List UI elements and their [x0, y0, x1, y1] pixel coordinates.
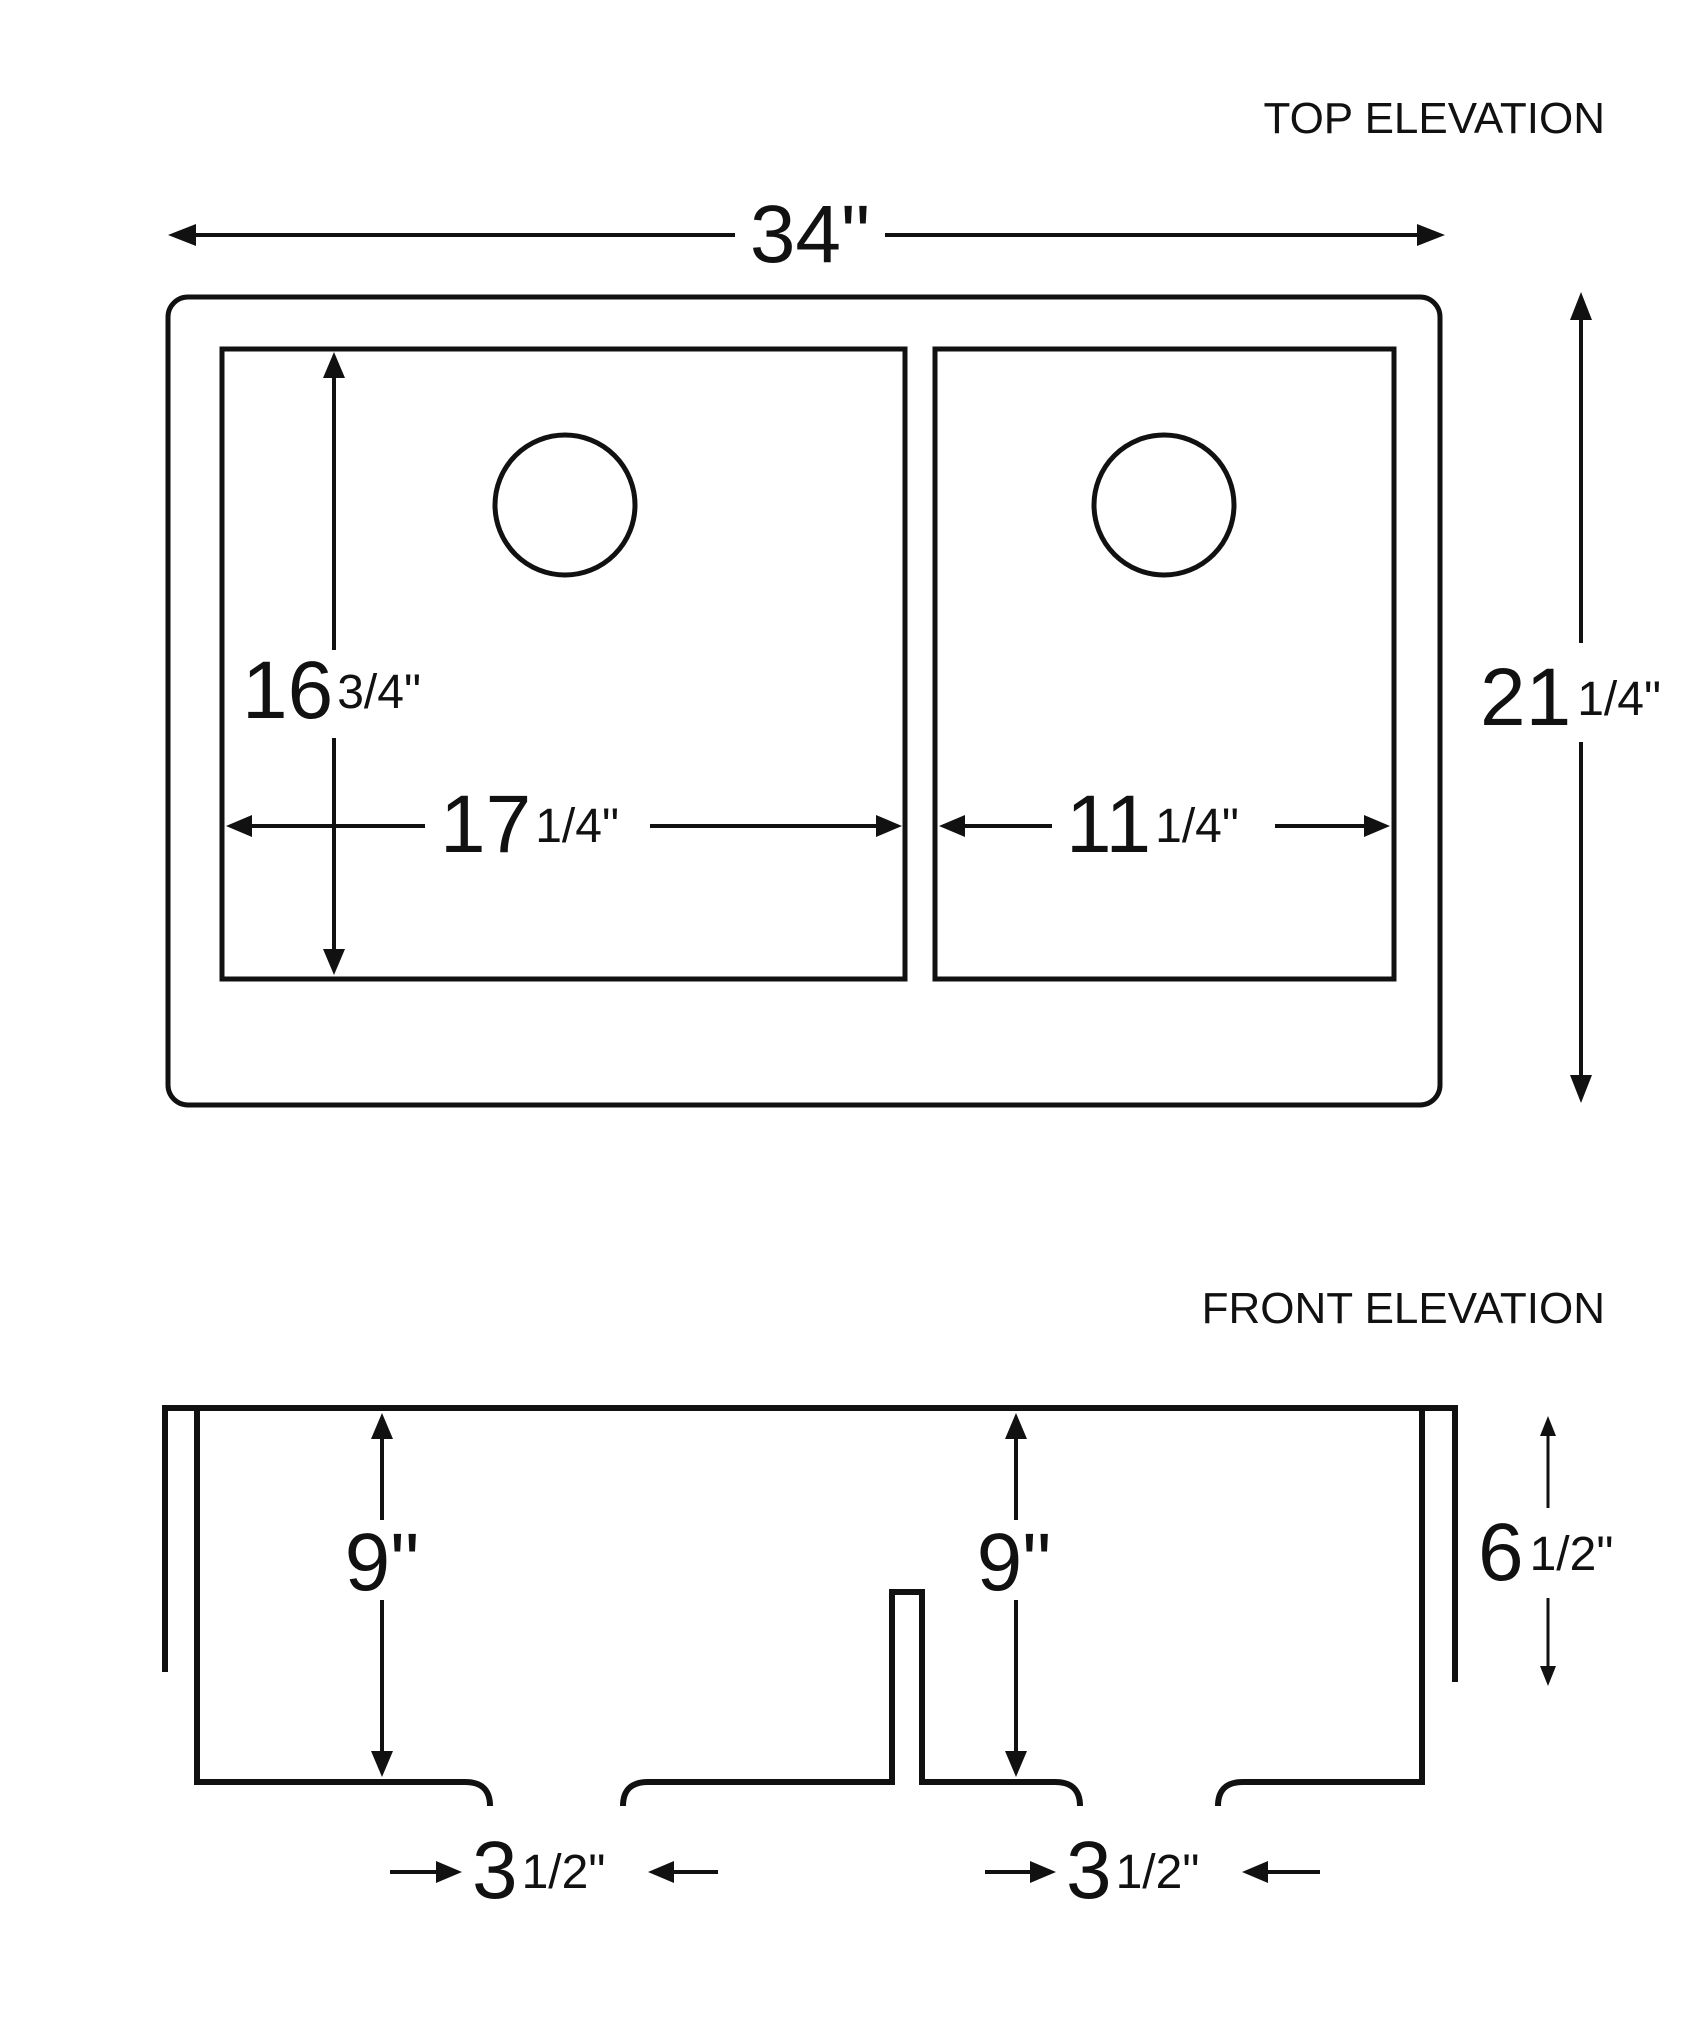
top-elevation-title: TOP ELEVATION	[1263, 94, 1605, 143]
arrow-up-icon	[1570, 292, 1592, 320]
large-bowl-height-label: 9"	[345, 1517, 420, 1608]
large-bowl-depth-label: 163/4"	[242, 645, 421, 736]
dimension-fraction: 1/2"	[522, 1846, 606, 1899]
small-drain-offset-dimension: 31/2"	[985, 1825, 1320, 1916]
large-bowl-height-dimension: 9"	[345, 1413, 420, 1777]
dimension-whole: 21	[1480, 652, 1571, 743]
arrow-up-icon	[1005, 1413, 1027, 1439]
large-bowl-depth-dimension: 163/4"	[242, 352, 421, 975]
arrow-left-icon	[168, 224, 196, 246]
dimension-whole: 11	[1066, 779, 1151, 870]
arrow-right-icon	[1417, 224, 1445, 246]
arrow-up-icon	[371, 1413, 393, 1439]
overall-width-label: 34"	[750, 189, 870, 280]
small-bowl-height-dimension: 9"	[977, 1413, 1052, 1777]
dimension-whole: 9"	[345, 1517, 420, 1608]
dimension-whole: 3	[1066, 1825, 1112, 1916]
small-bowl-width-dimension: 111/4"	[939, 779, 1390, 870]
arrow-right-icon	[1364, 815, 1390, 837]
small-bowl-drain	[1091, 432, 1237, 578]
arrow-down-icon	[323, 949, 345, 975]
dimension-whole: 16	[242, 645, 333, 736]
small-bowl-width-label: 111/4"	[1066, 779, 1239, 870]
arrow-down-icon	[1570, 1075, 1592, 1103]
arrow-down-icon	[371, 1751, 393, 1777]
arrow-right-icon	[876, 815, 902, 837]
arrow-down-icon	[1540, 1666, 1556, 1686]
dimension-fraction: 1/4"	[535, 800, 619, 853]
dimension-fraction: 1/2"	[1116, 1846, 1200, 1899]
sink-outline	[165, 294, 1443, 1108]
bowl-profile	[194, 1408, 1425, 1807]
front-elevation-title: FRONT ELEVATION	[1202, 1284, 1605, 1333]
dimension-whole: 9"	[977, 1517, 1052, 1608]
arrow-down-icon	[1005, 1751, 1027, 1777]
large-bowl	[219, 346, 908, 982]
dimension-whole: 17	[440, 779, 531, 870]
large-bowl-drain	[492, 432, 638, 578]
arrow-left-icon	[939, 815, 965, 837]
dimension-whole: 3	[472, 1825, 518, 1916]
dimension-fraction: 1/4"	[1577, 673, 1661, 726]
arrow-left-icon	[226, 815, 252, 837]
large-drain-offset-label: 31/2"	[472, 1825, 605, 1916]
arrow-right-icon	[1030, 1861, 1056, 1883]
overall-width-dimension: 34"	[168, 189, 1445, 280]
dimension-fraction: 3/4"	[337, 666, 421, 719]
dimension-fraction: 1/4"	[1155, 800, 1239, 853]
small-bowl-height-label: 9"	[977, 1517, 1052, 1608]
arrow-left-icon	[648, 1861, 674, 1883]
front-elevation-view: FRONT ELEVATION 9" 9"	[162, 1284, 1613, 1916]
large-bowl-width-dimension: 171/4"	[226, 779, 902, 870]
large-drain-offset-dimension: 31/2"	[390, 1825, 718, 1916]
arrow-right-icon	[436, 1861, 462, 1883]
arrow-left-icon	[1242, 1861, 1268, 1883]
large-bowl-width-label: 171/4"	[440, 779, 619, 870]
arrow-up-icon	[1540, 1416, 1556, 1436]
arrow-up-icon	[323, 352, 345, 378]
small-drain-offset-label: 31/2"	[1066, 1825, 1199, 1916]
dimension-whole: 6	[1478, 1507, 1524, 1598]
dimension-fraction: 1/2"	[1530, 1528, 1614, 1581]
small-bowl	[932, 346, 1397, 982]
dimension-whole: 34"	[750, 189, 870, 280]
